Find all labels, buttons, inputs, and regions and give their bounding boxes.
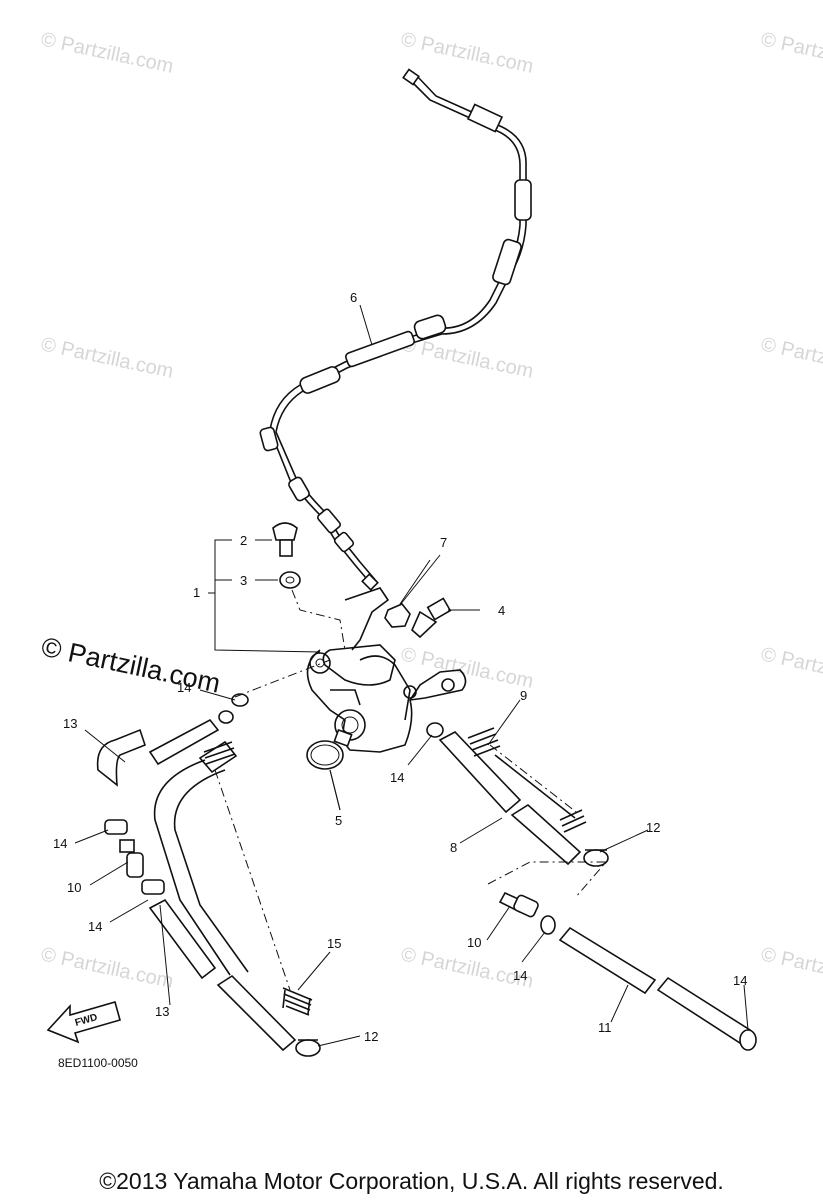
bolt-part-4: [411, 597, 480, 639]
watermark: © Partzilla.com: [399, 28, 535, 78]
callout-14-left-2: 14: [88, 919, 102, 934]
watermark: © Partzilla.com: [759, 28, 823, 78]
watermark: © Partzilla.com: [759, 643, 823, 693]
callout-9: 9: [520, 688, 527, 703]
callout-10-left: 10: [67, 880, 81, 895]
throttle-cable: [259, 68, 532, 591]
watermark: © Partzilla.com: [39, 333, 175, 383]
coil-spring-part-9: [467, 727, 501, 757]
callout-14-top: 14: [177, 680, 191, 695]
callout-14-left-1: 14: [53, 836, 67, 851]
fwd-label: FWD: [74, 1012, 99, 1029]
callout-12-right: 12: [646, 820, 660, 835]
diagram-code: 8ED1100-0050: [58, 1056, 138, 1070]
oil-pump: [306, 587, 467, 753]
watermark: © Partzilla.com: [759, 333, 823, 383]
callout-1: 1: [193, 585, 200, 600]
callout-14-right: 14: [733, 973, 747, 988]
right-hose-assembly: [426, 722, 609, 867]
callout-10-right: 10: [467, 935, 481, 950]
callout-13-bottom: 13: [155, 1004, 169, 1019]
callout-2: 2: [240, 533, 247, 548]
watermark: © Partzilla.com: [39, 28, 175, 78]
bolt-part-2: [272, 522, 298, 557]
callout-6: 6: [350, 290, 357, 305]
copyright-notice: ©2013 Yamaha Motor Corporation, U.S.A. A…: [99, 1168, 724, 1194]
callout-12-bottom: 12: [364, 1029, 378, 1044]
nut-part-7: [384, 559, 431, 628]
callout-bracket: [208, 539, 321, 653]
left-hose-assembly: [96, 659, 331, 1057]
callout-3: 3: [240, 573, 247, 588]
callout-15: 15: [327, 936, 341, 951]
callout-5: 5: [335, 813, 342, 828]
callout-labels: 1 2 3 4 5 6 7 8 9 10 10 11 12 12 13 13 1…: [53, 290, 747, 1044]
fwd-arrow-icon: FWD: [46, 1001, 121, 1044]
callout-14-center: 14: [390, 770, 404, 785]
watermarks: © Partzilla.com © Partzilla.com © Partzi…: [39, 28, 823, 993]
spring-top: [203, 741, 236, 765]
coil-spring-part-15: [282, 987, 313, 1016]
callout-11: 11: [598, 1020, 612, 1035]
watermark: © Partzilla.com: [39, 943, 175, 993]
watermark: © Partzilla.com: [759, 943, 823, 993]
callout-4: 4: [498, 603, 505, 618]
watermark-main: © Partzilla.com: [39, 632, 223, 699]
callout-7: 7: [440, 535, 447, 550]
callout-13-top: 13: [63, 716, 77, 731]
callout-8: 8: [450, 840, 457, 855]
callout-14-lower: 14: [513, 968, 527, 983]
lower-right-assembly: [487, 861, 757, 1051]
coil-spring-right: [559, 809, 587, 833]
washer-part-3: [279, 571, 301, 589]
callout-leaders: [74, 304, 749, 1047]
